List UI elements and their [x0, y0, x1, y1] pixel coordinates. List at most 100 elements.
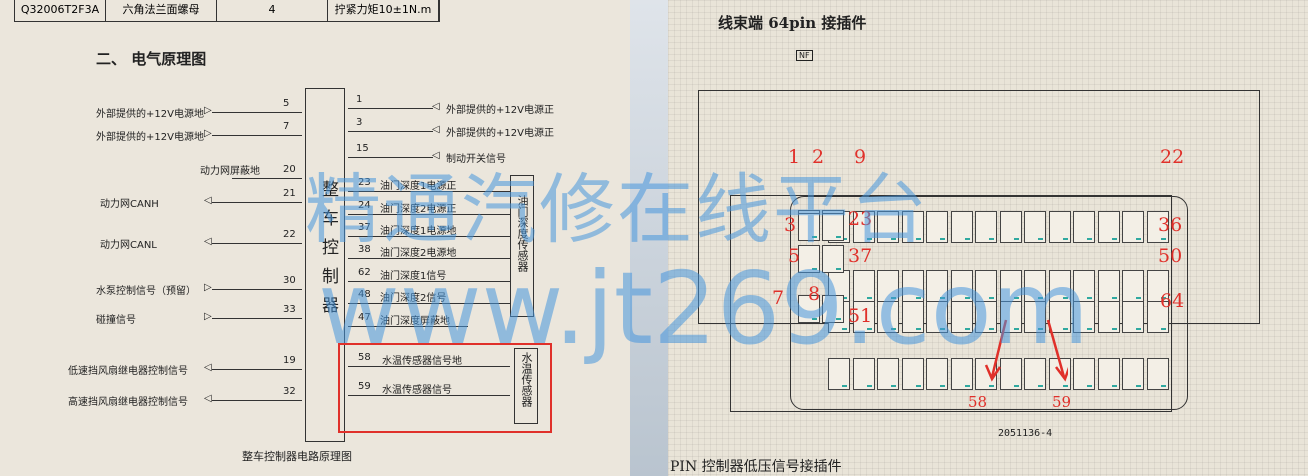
pin-number: 7	[283, 121, 290, 132]
connector-arrow-icon: ◁	[204, 236, 212, 247]
connector-pin	[975, 358, 997, 390]
pin-number: 19	[283, 355, 296, 366]
connector-pin	[1146, 211, 1169, 243]
wire	[348, 236, 510, 237]
signal-label: 油门深度1信号	[380, 271, 447, 282]
signal-label: 高速挡风扇继电器控制信号	[68, 397, 188, 408]
signal-label: 水温传感器信号	[382, 385, 452, 396]
connector-pin	[877, 270, 899, 302]
connector-arrow-icon: ▷	[204, 282, 212, 293]
part-number: 2051136-4	[998, 428, 1053, 439]
pin-number: 32	[283, 386, 296, 397]
wire	[348, 326, 468, 327]
connector-pin	[1073, 270, 1095, 302]
torque-cell: 拧紧力矩10±1N.m	[328, 0, 439, 21]
water-temp-sensor-label: 水温传感器	[520, 352, 533, 407]
pin-number: 5	[283, 98, 290, 109]
ecu-label: 整车控制器	[318, 180, 338, 325]
connector-pin	[926, 358, 948, 390]
connector-pin	[926, 211, 948, 243]
connector-pin	[852, 358, 875, 390]
signal-label: 动力网CANL	[100, 240, 157, 251]
signal-label: 油门深度1电源正	[380, 181, 457, 192]
connector-pin	[852, 270, 875, 302]
signal-label: 油门深度2电源地	[380, 248, 457, 259]
wire	[348, 395, 510, 396]
connector-pin	[877, 301, 899, 333]
connector-pin	[1146, 358, 1169, 390]
throttle-sensor-box	[510, 175, 534, 317]
wiring-schematic-photo: Q32006T2F3A 六角法兰面螺母 4 拧紧力矩10±1N.m 二、 电气原…	[0, 0, 630, 476]
pin-number: 21	[283, 188, 296, 199]
wire	[348, 214, 510, 215]
connector-arrow-icon: ◁	[204, 393, 212, 404]
connector-pin	[798, 213, 820, 241]
pin-number: 22	[283, 229, 296, 240]
connector-footer: PIN 控制器低压信号接插件	[670, 459, 842, 475]
connector-arrow-icon: ◁	[432, 101, 440, 112]
signal-label: 水温传感器信号地	[382, 356, 462, 367]
signal-label: 水泵控制信号（预留）	[96, 286, 196, 297]
connector-pin	[852, 211, 875, 243]
water-temp-sensor-box	[514, 348, 538, 424]
arrow-icons	[984, 319, 1068, 382]
signal-label: 外部提供的+12V电源正	[446, 128, 554, 139]
connector-outline-bottom	[730, 195, 1172, 412]
pin-number: 38	[358, 244, 371, 255]
connector-pin	[950, 301, 973, 333]
connector-pin	[822, 213, 844, 241]
connector-arrow-icon: ◁	[204, 195, 212, 206]
signal-label: 油门深度屏蔽地	[380, 316, 450, 327]
connector-title: 线束端 64pin 接插件	[718, 14, 867, 32]
connector-pin	[901, 270, 924, 302]
signal-label: 外部提供的+12V电源正	[446, 105, 554, 116]
connector-pin	[1073, 301, 1095, 333]
wire	[348, 258, 510, 259]
connector-pin	[1097, 211, 1120, 243]
nf-tag: NF	[796, 50, 813, 61]
pin-number: 24	[358, 200, 371, 211]
connector-pin	[1048, 301, 1071, 333]
pin-number: 62	[358, 267, 371, 278]
connector-pin	[1122, 301, 1144, 333]
pin-marker: 51	[848, 305, 873, 327]
wire	[212, 202, 302, 203]
arrow-label-59: 59	[1052, 393, 1072, 411]
signal-label: 油门深度2电源正	[380, 204, 457, 215]
connector-pin	[975, 211, 997, 243]
connector-pin	[877, 358, 899, 390]
pin-number: 37	[358, 222, 371, 233]
connector-arrow-icon: ◁	[204, 362, 212, 373]
wire	[212, 243, 302, 244]
throttle-sensor-label: 油门深度传感器	[516, 195, 529, 272]
connector-pin	[926, 270, 948, 302]
connector-pin	[852, 301, 875, 333]
wire	[212, 400, 302, 401]
connector-pin	[1024, 211, 1046, 243]
signal-label: 外部提供的+12V电源地	[96, 132, 204, 143]
connector-pin	[999, 270, 1022, 302]
connector-pin	[1024, 270, 1046, 302]
connector-pin	[999, 358, 1022, 390]
pin-marker: 22	[1160, 146, 1185, 168]
schematic-caption: 整车控制器电路原理图	[242, 450, 352, 463]
part-name-cell: 六角法兰面螺母	[106, 0, 217, 21]
pin-marker: 37	[848, 245, 873, 267]
pin-number: 30	[283, 275, 296, 286]
connector-pin	[901, 358, 924, 390]
connector-arrow-icon: ◁	[432, 150, 440, 161]
connector-pin	[798, 295, 820, 323]
connector-arrow-icon: ▷	[204, 311, 212, 322]
signal-label: 动力网屏蔽地	[200, 166, 260, 177]
signal-label: 油门深度1电源地	[380, 226, 457, 237]
connector-pin	[822, 295, 844, 323]
connector-pin	[877, 211, 899, 243]
arrow-label-58: 58	[968, 393, 988, 411]
connector-pin	[822, 245, 844, 273]
wire	[232, 178, 302, 179]
wire	[348, 366, 510, 367]
connector-pin	[1073, 211, 1095, 243]
pin-number: 48	[358, 289, 371, 300]
pin-marker: 8	[808, 283, 821, 305]
parts-table-row: Q32006T2F3A 六角法兰面螺母 4 拧紧力矩10±1N.m	[14, 0, 440, 22]
